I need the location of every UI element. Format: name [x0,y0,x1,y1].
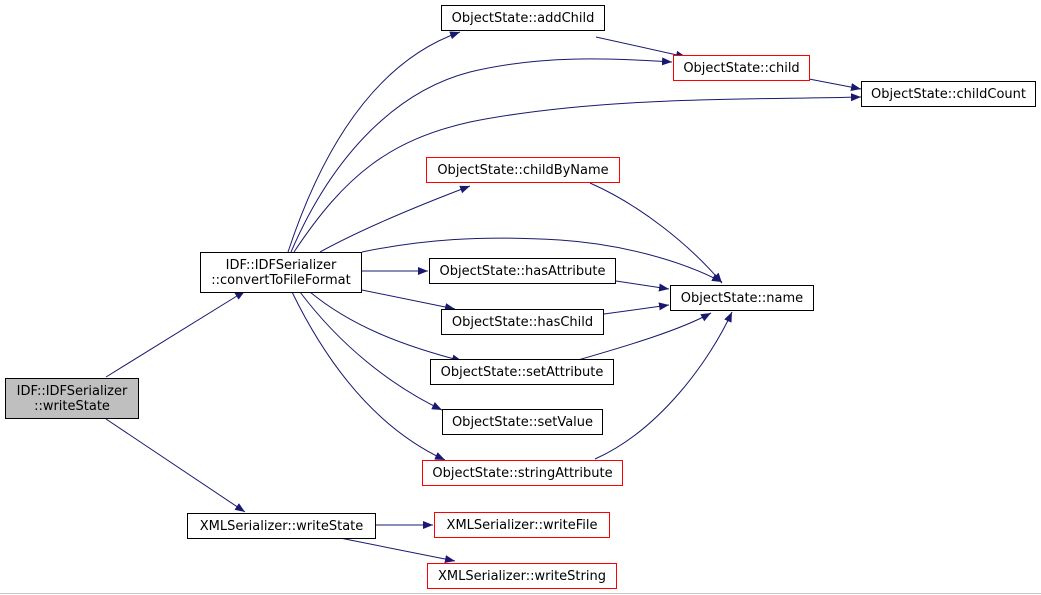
node-label-line2: ::convertToFileFormat [211,272,351,288]
edge-xml-writestate-to-writestring [339,537,456,563]
edge-root-to-xml-writestate [105,418,246,513]
node-objectstate-haschild[interactable]: ObjectState::hasChild [441,309,604,335]
edge-haschild-to-name [603,302,670,315]
node-objectstate-addchild[interactable]: ObjectState::addChild [441,5,605,31]
node-xmlserializer-writefile[interactable]: XMLSerializer::writeFile [434,512,610,538]
edge-root-to-convert [105,290,246,378]
edge-convert-to-setvalue [299,291,443,411]
node-idfserializer-converttofileformat[interactable]: IDF::IDFSerializer::convertToFileFormat [200,252,362,293]
edge-convert-to-haschild [361,289,456,311]
node-label-line2: ::writeState [34,398,110,414]
edge-hasattribute-to-name [615,280,670,292]
bottom-divider [0,593,1041,594]
node-objectstate-setattribute[interactable]: ObjectState::setAttribute [430,359,614,385]
edge-convert-to-stringattribute [291,291,446,461]
node-objectstate-hasattribute[interactable]: ObjectState::hasAttribute [429,258,616,284]
edge-convert-to-addchild [287,31,461,253]
edge-convert-to-name [361,237,723,283]
edge-convert-to-setattribute [309,291,463,363]
node-idfserializer-writestate: IDF::IDFSerializer::writeState [5,378,139,419]
node-objectstate-setvalue[interactable]: ObjectState::setValue [442,409,603,435]
edge-convert-to-childbyname [319,185,471,253]
edge-convert-to-childcount [293,93,862,253]
node-objectstate-childbyname[interactable]: ObjectState::childByName [426,157,620,183]
node-objectstate-stringattribute[interactable]: ObjectState::stringAttribute [422,460,623,486]
edge-convert-to-child [290,57,673,253]
node-objectstate-name[interactable]: ObjectState::name [670,285,814,311]
edge-stringattribute-to-name [594,311,733,460]
edge-setattribute-to-name [577,312,712,361]
node-xmlserializer-writestring[interactable]: XMLSerializer::writeString [427,563,617,589]
node-objectstate-childcount[interactable]: ObjectState::childCount [861,81,1036,107]
node-objectstate-child[interactable]: ObjectState::child [673,55,810,81]
node-xmlserializer-writestate[interactable]: XMLSerializer::writeState [187,513,376,539]
edge-addchild-to-child [595,36,687,59]
node-label-line1: IDF::IDFSerializer [16,383,128,399]
node-label-line1: IDF::IDFSerializer [225,257,337,273]
edge-childbyname-to-name [589,182,723,284]
edge-child-to-childcount [808,78,862,92]
